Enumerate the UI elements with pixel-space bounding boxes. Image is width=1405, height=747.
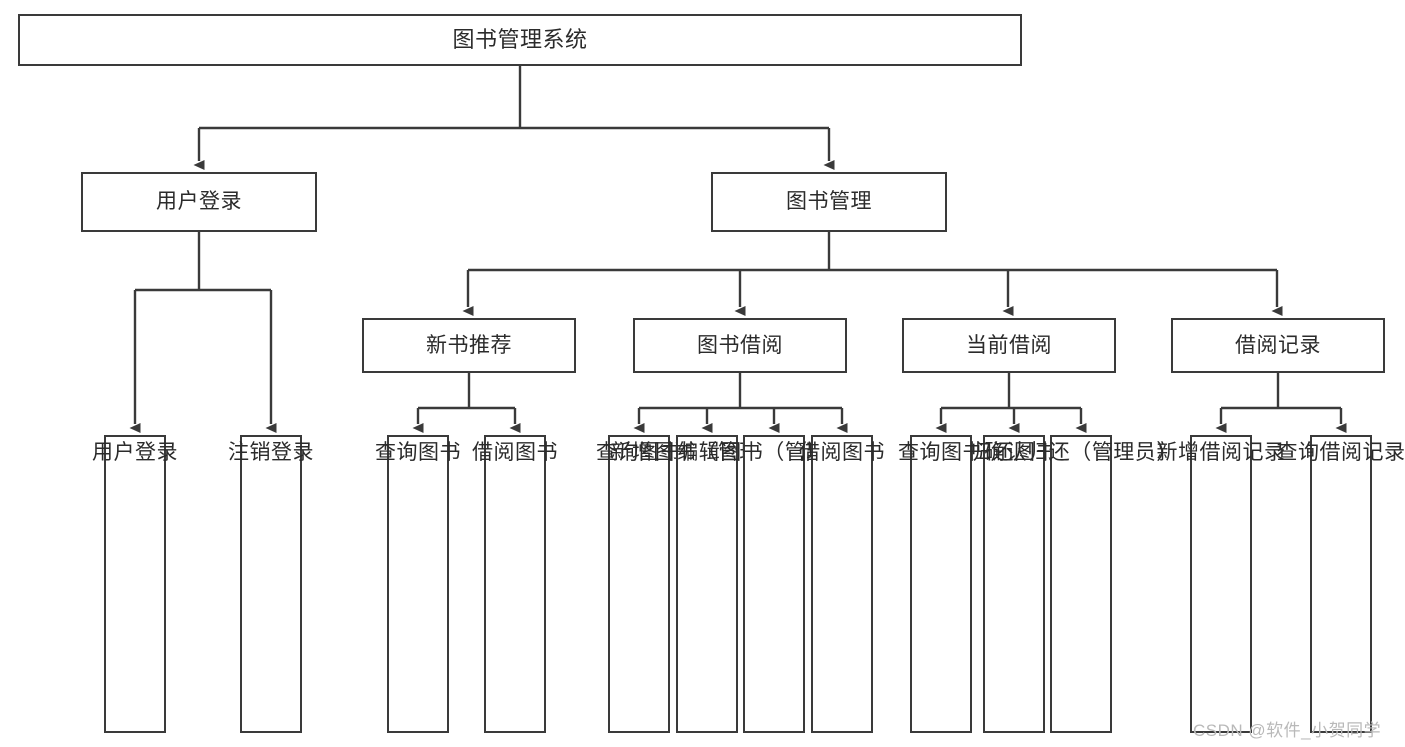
node-book-borrow[interactable]: 图书借阅: [633, 318, 847, 373]
node-leaf-user-login-label: 用户登录: [92, 441, 178, 464]
node-leaf-borrow-book-1-label: 借阅图书: [472, 441, 558, 464]
node-leaf-query-book-1-label: 查询图书: [375, 441, 461, 464]
node-current-borrow-label: 当前借阅: [966, 333, 1052, 357]
node-leaf-logout-login-label: 注销登录: [228, 441, 314, 464]
node-leaf-query-book-1[interactable]: 查询图书: [375, 435, 461, 733]
node-borrow-record[interactable]: 借阅记录: [1171, 318, 1385, 373]
node-leaf-query-borrow-record-label: 查询借阅记录: [1276, 441, 1405, 464]
node-book-borrow-label: 图书借阅: [697, 333, 783, 357]
node-root[interactable]: 图书管理系统: [18, 14, 1022, 66]
csdn-watermark: CSDN @软件_小贺同学: [1193, 721, 1382, 740]
node-leaf-borrow-book-2[interactable]: 借阅图书: [799, 435, 885, 733]
node-leaf-return-book[interactable]: 归还图书: [971, 435, 1057, 733]
node-leaf-add-borrow-record-label: 新增借阅记录: [1156, 441, 1286, 464]
node-leaf-edit-book-admin[interactable]: 编辑图书（管理员）: [677, 435, 870, 733]
node-leaf-query-book-3[interactable]: 查询图书: [898, 435, 984, 733]
node-leaf-query-book-3-label: 查询图书: [898, 441, 984, 464]
node-book-manage[interactable]: 图书管理: [711, 172, 947, 232]
node-leaf-borrow-book-2-label: 借阅图书: [799, 441, 885, 464]
node-new-book-recommend-label: 新书推荐: [426, 333, 512, 357]
node-new-book-recommend[interactable]: 新书推荐: [362, 318, 576, 373]
node-leaf-user-login[interactable]: 用户登录: [92, 435, 178, 733]
node-user-login[interactable]: 用户登录: [81, 172, 317, 232]
node-leaf-query-book-2[interactable]: 查询图书: [596, 435, 682, 733]
node-leaf-confirm-return-admin-label: 确认归还（管理员）: [984, 441, 1178, 464]
node-leaf-logout-login[interactable]: 注销登录: [228, 435, 314, 733]
node-leaf-borrow-book-1[interactable]: 借阅图书: [472, 435, 558, 733]
node-leaf-return-book-label: 归还图书: [971, 441, 1057, 464]
node-borrow-record-label: 借阅记录: [1235, 333, 1321, 357]
node-leaf-add-borrow-record[interactable]: 新增借阅记录: [1157, 435, 1285, 733]
node-user-login-label: 用户登录: [156, 190, 242, 214]
node-leaf-query-borrow-record[interactable]: 查询借阅记录: [1277, 435, 1405, 733]
node-leaf-add-book-admin[interactable]: 新增图书（管理员）: [610, 435, 803, 733]
node-current-borrow[interactable]: 当前借阅: [902, 318, 1116, 373]
node-leaf-query-book-2-label: 查询图书: [596, 441, 682, 464]
node-root-label: 图书管理系统: [452, 26, 588, 52]
node-book-manage-label: 图书管理: [786, 190, 872, 214]
node-leaf-confirm-return-admin[interactable]: 确认归还（管理员）: [984, 435, 1177, 733]
